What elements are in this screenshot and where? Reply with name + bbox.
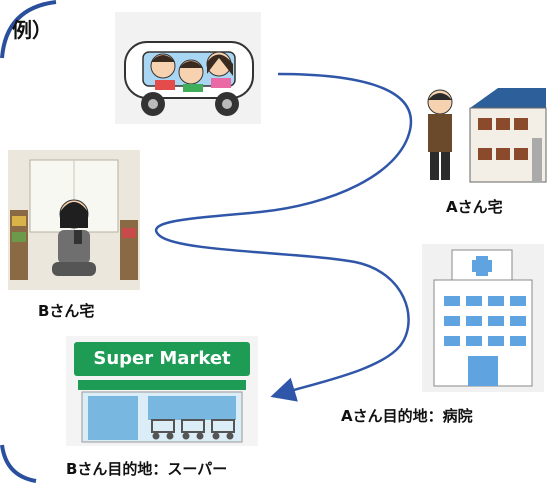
b-home-illustration — [8, 150, 140, 290]
supermarket-illustration: Super Market — [66, 336, 258, 446]
route-line — [154, 72, 413, 402]
frame-corner-bottom-left — [0, 444, 37, 483]
store-front-icon — [78, 380, 246, 443]
example-label: 例） — [12, 18, 52, 42]
b-home-label: Bさん宅 — [38, 302, 95, 320]
car-icon — [124, 41, 254, 116]
person-on-phone-icon — [10, 159, 138, 280]
family-car-illustration — [115, 12, 261, 124]
a-home-illustration — [420, 80, 550, 192]
b-destination-label: Bさん目的地：スーパー — [66, 460, 228, 478]
house-icon — [427, 88, 547, 183]
supermarket-sign: Super Market — [74, 342, 250, 376]
a-home-label: Aさん宅 — [446, 198, 503, 216]
frame-corner-top-left — [0, 0, 57, 59]
hospital-illustration — [422, 244, 544, 392]
a-destination-label: Aさん目的地：病院 — [341, 407, 473, 425]
hospital-icon — [433, 249, 533, 387]
